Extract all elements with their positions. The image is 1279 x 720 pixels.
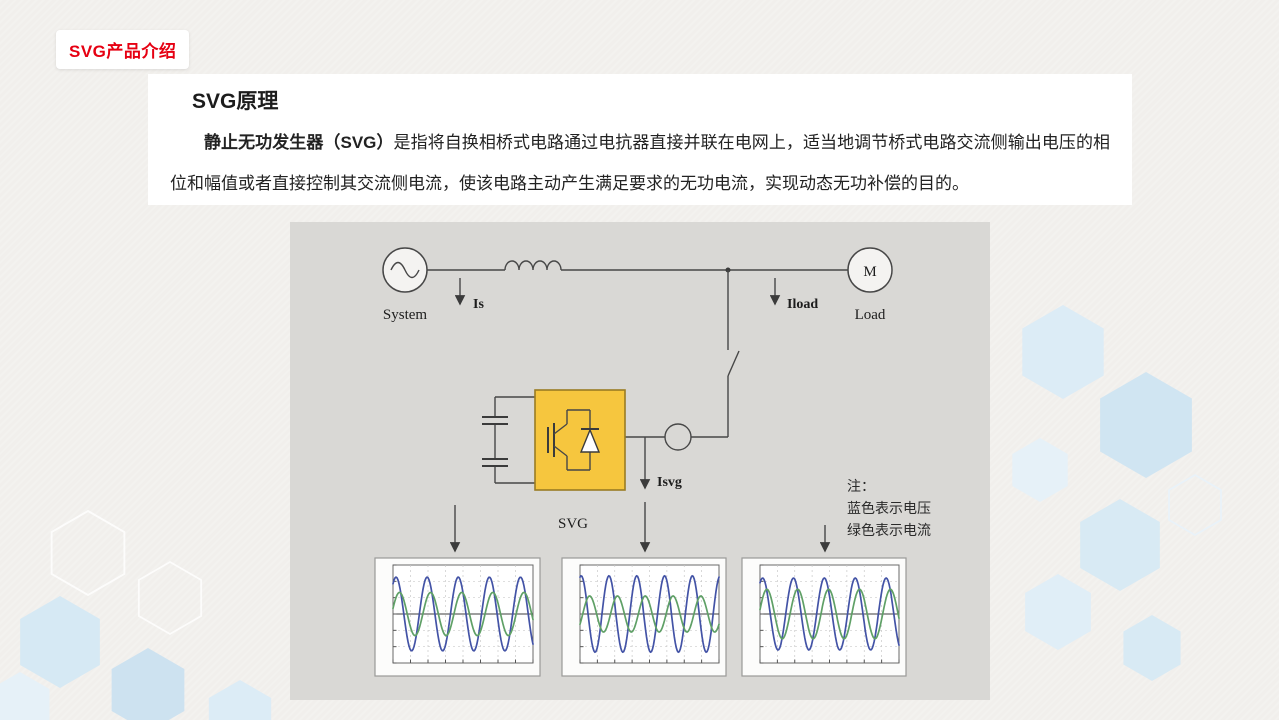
hexagon-decoration	[1169, 475, 1221, 535]
note-title: 注：	[847, 478, 875, 494]
voltage-wave	[759, 577, 900, 651]
content-panel: SVG原理 静止无功发生器（SVG）是指将自换相桥式电路通过电抗器直接并联在电网…	[148, 74, 1132, 205]
legend-note: 注： 蓝色表示电压 绿色表示电流	[847, 478, 931, 538]
sine-glyph-icon	[390, 261, 420, 279]
hexagon-decoration	[1022, 305, 1104, 399]
hexagon-decoration	[52, 511, 125, 595]
current-wave	[579, 595, 720, 633]
waveform-plot-system	[374, 557, 541, 677]
motor-icon	[847, 247, 893, 293]
diode-leads	[567, 409, 591, 471]
page-label: SVG产品介绍	[69, 42, 177, 61]
reactor-inductor-icon	[504, 260, 562, 271]
diagram-panel: System Is Iload M Load	[290, 222, 990, 700]
svg-principle-diagram: System Is Iload M Load	[374, 247, 931, 677]
hexagon-decoration	[208, 680, 272, 720]
diode-triangle	[579, 428, 601, 453]
system-label: System	[383, 307, 428, 323]
hexagon-decoration	[111, 648, 185, 720]
diode-icon	[567, 409, 601, 471]
hexagon-decoration	[20, 596, 100, 688]
iload-label: Iload	[787, 297, 818, 312]
section-title: SVG原理	[192, 90, 279, 113]
hexagon-decoration	[1123, 615, 1181, 681]
system-source: System	[382, 247, 428, 323]
current-transformer-icon	[664, 423, 692, 451]
capacitor-plates	[482, 416, 508, 467]
page-label-badge: SVG产品介绍	[56, 30, 190, 69]
motor-m-label: M	[863, 264, 876, 280]
hexagon-decoration	[1025, 574, 1091, 650]
igbt-leads	[553, 410, 568, 470]
hexagon-decoration	[1012, 438, 1068, 502]
dc-capacitor-icon	[482, 396, 535, 484]
note-line-current: 绿色表示电流	[847, 522, 931, 538]
is-label: Is	[473, 297, 484, 312]
hexagon-decoration	[139, 562, 201, 634]
paragraph-rest: 是指将自换相桥式电路通过电抗器直接并联在电网上，适当地调节桥式电路交流侧输出电压…	[170, 133, 1111, 193]
hexagon-decoration	[1100, 372, 1192, 478]
current-wave	[759, 588, 900, 640]
waveform-plot-svg	[561, 557, 727, 677]
igbt-icon	[547, 410, 568, 470]
hexagon-decoration	[0, 672, 50, 720]
hexagon-decoration	[1080, 499, 1160, 591]
motor-load: M Load	[847, 247, 893, 323]
voltage-wave	[579, 574, 720, 654]
switch-blade-icon	[727, 350, 740, 377]
converter-box	[534, 389, 626, 491]
note-line-voltage: 蓝色表示电压	[847, 500, 931, 516]
body-paragraph: 静止无功发生器（SVG）是指将自换相桥式电路通过电抗器直接并联在电网上，适当地调…	[170, 122, 1110, 204]
waveform-plot-load	[741, 557, 907, 677]
current-wave	[392, 591, 534, 637]
isvg-label: Isvg	[657, 475, 682, 490]
svg-converter: SVG	[534, 389, 626, 532]
paragraph-lead: 静止无功发生器（SVG）	[204, 133, 394, 152]
load-label: Load	[855, 307, 886, 323]
svg-box-label: SVG	[558, 516, 588, 532]
